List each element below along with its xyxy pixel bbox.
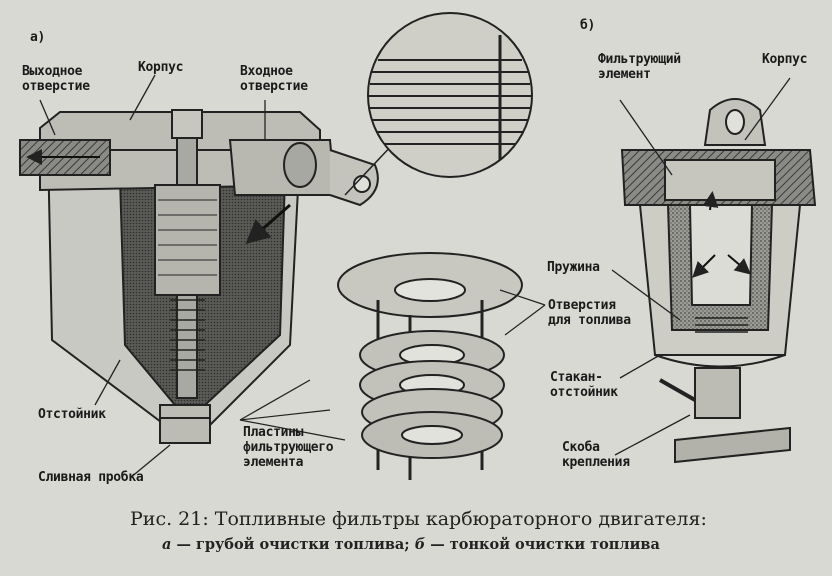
body-label-a: Корпус: [138, 60, 184, 75]
inlet-label: Входное отверстие: [240, 64, 308, 94]
fuel-holes-label: Отверстия для топлива: [548, 298, 631, 328]
fine-filter-drawing: [611, 77, 817, 464]
caption-b-letter: б: [414, 536, 426, 553]
drain-plug-label: Сливная пробка: [38, 470, 144, 485]
caption-a-text: — грубой очистки топлива;: [171, 536, 415, 553]
caption-title: Рис. 21: Топливные фильтры карбюраторног…: [130, 508, 707, 530]
fig-a-letter: а): [30, 30, 46, 45]
element-label: Фильтрующий элемент: [598, 52, 681, 82]
plate-detail-callout: [344, 12, 533, 196]
bracket-label: Скоба крепления: [562, 440, 630, 470]
bowl-label: Стакан- отстойник: [550, 370, 618, 400]
coarse-filter-drawing: [19, 74, 379, 479]
spring-label: Пружина: [547, 260, 600, 275]
outlet-label: Выходное отверстие: [22, 64, 90, 94]
fig-b-letter: б): [580, 18, 596, 33]
filter-element-exploded: [239, 252, 546, 480]
caption-b-text: — тонкой очистки топлива: [425, 536, 660, 553]
plates-label: Пластины фильтрующего элемента: [243, 425, 334, 470]
body-label-b: Корпус: [762, 52, 808, 67]
caption-subtitle: а — грубой очистки топлива; б — тонкой о…: [162, 536, 660, 553]
sump-label: Отстойник: [38, 407, 106, 422]
caption-a-letter: а: [162, 536, 172, 553]
